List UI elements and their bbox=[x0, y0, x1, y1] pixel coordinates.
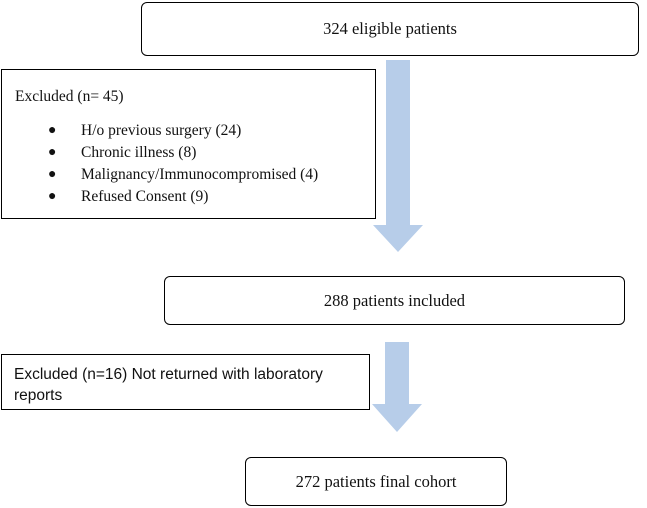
first-exclusion-title: Excluded (n= 45) bbox=[15, 88, 124, 105]
eligible-patients-box: 324 eligible patients bbox=[141, 2, 639, 56]
exclusion-reason-text: H/o previous surgery (24) bbox=[81, 122, 242, 139]
bullet-icon: ● bbox=[48, 167, 57, 182]
final-cohort-box: 272 patients final cohort bbox=[245, 457, 507, 506]
final-cohort-label: 272 patients final cohort bbox=[295, 471, 457, 491]
bullet-icon: ● bbox=[48, 123, 57, 138]
bullet-icon: ● bbox=[48, 145, 57, 160]
flow-arrow-eligible-to-included bbox=[373, 60, 423, 252]
exclusion-reasons-list: ● H/o previous surgery (24) ● Chronic il… bbox=[15, 120, 375, 208]
flow-arrow-included-to-final bbox=[372, 342, 422, 432]
exclusion-reason-text: Malignancy/Immunocompromised (4) bbox=[81, 166, 319, 183]
bullet-icon: ● bbox=[48, 189, 57, 204]
first-exclusion-box: Excluded (n= 45) ● H/o previous surgery … bbox=[1, 69, 376, 219]
arrow-2-shape bbox=[372, 342, 422, 432]
included-patients-label: 288 patients included bbox=[323, 290, 466, 310]
arrow-1-shape bbox=[373, 60, 423, 252]
exclusion-reason-item: ● Malignancy/Immunocompromised (4) bbox=[48, 164, 375, 186]
second-exclusion-box: Excluded (n=16) Not returned with labora… bbox=[1, 354, 370, 410]
exclusion-reason-text: Chronic illness (8) bbox=[81, 144, 197, 161]
exclusion-reason-item: ● H/o previous surgery (24) bbox=[48, 120, 375, 142]
exclusion-reason-item: ● Chronic illness (8) bbox=[48, 142, 375, 164]
second-exclusion-label: Excluded (n=16) Not returned with labora… bbox=[14, 366, 323, 404]
eligible-patients-label: 324 eligible patients bbox=[323, 19, 457, 38]
included-patients-box: 288 patients included bbox=[164, 276, 625, 325]
exclusion-reason-item: ● Refused Consent (9) bbox=[48, 186, 375, 208]
exclusion-reason-text: Refused Consent (9) bbox=[81, 188, 209, 205]
